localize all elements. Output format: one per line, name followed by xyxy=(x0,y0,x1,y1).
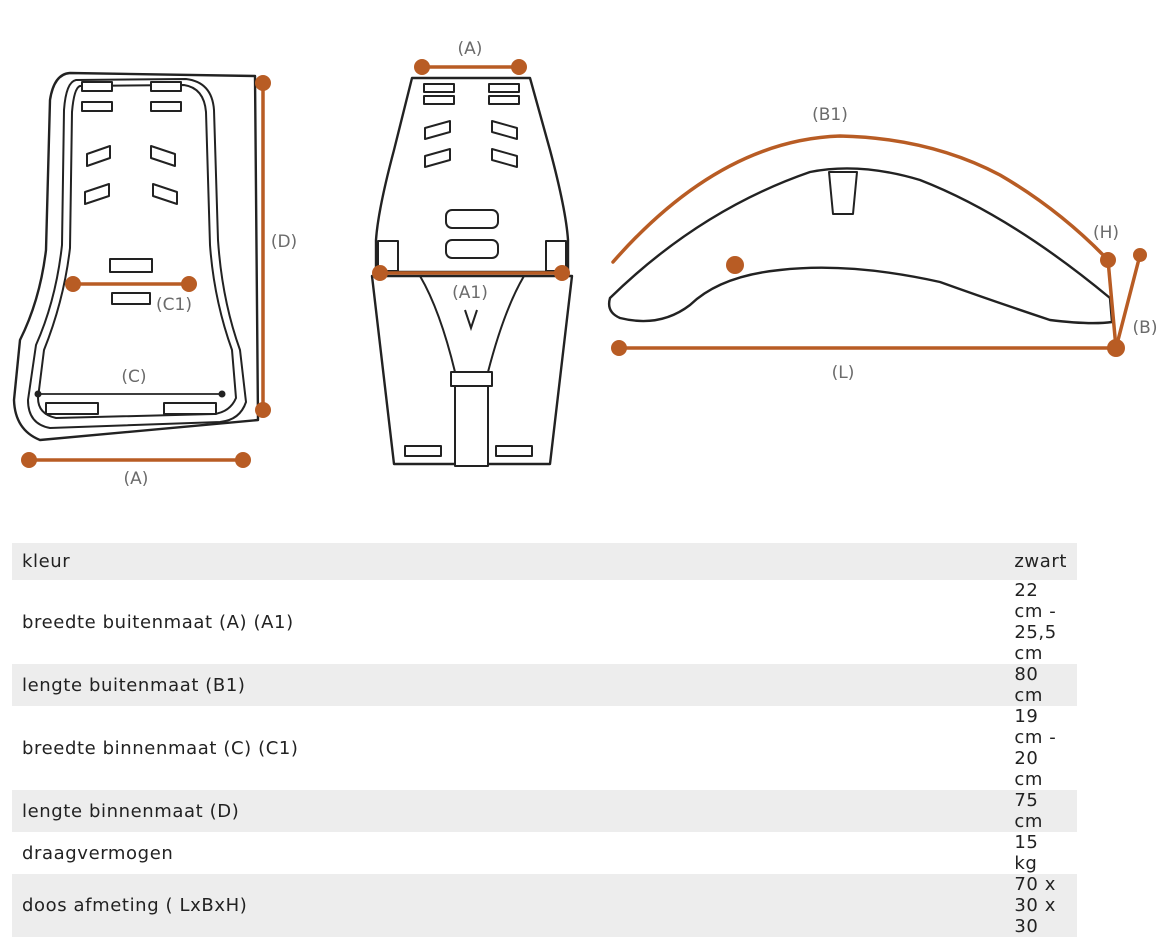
label-b: (B) xyxy=(1133,318,1158,338)
spec-value: 15 kg xyxy=(434,832,1077,875)
slot xyxy=(404,445,442,457)
dimension-a1-dot xyxy=(372,265,388,281)
slot xyxy=(150,101,182,112)
slot xyxy=(445,209,499,229)
slot xyxy=(488,95,520,105)
slot xyxy=(152,183,178,205)
back-seat-tail-band xyxy=(450,371,493,387)
spec-value: 19 cm - 20 cm xyxy=(434,706,1077,791)
dimension-a-top-dot xyxy=(511,59,527,75)
spec-value: 22 cm - 25,5 cm xyxy=(434,580,1077,665)
slot xyxy=(423,95,455,105)
label-h: (H) xyxy=(1093,223,1119,243)
dimension-b-dot xyxy=(1133,248,1147,262)
spec-label: kleur xyxy=(12,543,435,581)
dimension-a1-dot xyxy=(554,265,570,281)
side-view: (B1) (H) (B) (L) xyxy=(607,105,1158,383)
front-view: (C) (C1) (D) (A) xyxy=(12,71,297,489)
side-tab xyxy=(377,240,399,272)
slot xyxy=(111,292,151,305)
dimension-d-dot xyxy=(255,402,271,418)
table-row: draagvermogen 15 kg xyxy=(12,832,1077,875)
back-seat-spine xyxy=(419,275,525,373)
table-row: breedte buitenmaat (A) (A1) 22 cm - 25,5… xyxy=(12,580,1077,665)
dimension-a-dot xyxy=(235,452,251,468)
dimension-c-dot xyxy=(218,390,226,398)
dimension-b1-arc xyxy=(611,134,1110,264)
dimension-a-top-dot xyxy=(414,59,430,75)
back-seat-lower xyxy=(370,274,574,466)
spec-label: lengte buitenmaat (B1) xyxy=(12,664,435,707)
spec-value: 80 cm xyxy=(434,664,1077,707)
label-a-back: (A) xyxy=(458,39,483,59)
spec-table: kleur zwart breedte buitenmaat (A) (A1) … xyxy=(12,543,1077,937)
dimension-h-line xyxy=(1106,258,1118,350)
dimension-h-dot xyxy=(1100,252,1116,268)
slot xyxy=(81,101,113,112)
table-row: doos afmeting ( LxBxH) 70 x 30 x 30 xyxy=(12,874,1077,937)
slot xyxy=(488,83,520,93)
dimension-a-dot xyxy=(21,452,37,468)
table-row: lengte binnenmaat (D) 75 cm xyxy=(12,790,1077,833)
back-seat-tail xyxy=(454,379,489,467)
table-row: breedte binnenmaat (C) (C1) 19 cm - 20 c… xyxy=(12,706,1077,791)
side-marker-dot xyxy=(726,256,744,274)
table-row: kleur zwart xyxy=(12,543,1077,581)
side-seat-outline xyxy=(607,167,1114,325)
back-view: (A) (A1) xyxy=(370,39,574,467)
slot xyxy=(423,83,455,93)
dimension-d-dot xyxy=(255,75,271,91)
label-d: (D) xyxy=(271,232,297,252)
slot xyxy=(424,120,451,140)
side-seat-tab xyxy=(828,171,858,215)
slot xyxy=(491,148,518,168)
spec-label: doos afmeting ( LxBxH) xyxy=(12,874,435,937)
spec-value: zwart xyxy=(434,543,1077,581)
spec-value: 70 x 30 x 30 xyxy=(434,874,1077,937)
back-seat-v xyxy=(464,309,478,332)
dimension-c1-dot xyxy=(181,276,197,292)
spec-label: draagvermogen xyxy=(12,832,435,875)
dimension-l-dot xyxy=(1107,339,1125,357)
spec-label: lengte binnenmaat (D) xyxy=(12,790,435,833)
slot xyxy=(491,120,518,140)
slot xyxy=(163,402,217,415)
slot xyxy=(45,402,99,415)
dimension-l-dot xyxy=(611,340,627,356)
spec-label: breedte binnenmaat (C) (C1) xyxy=(12,706,435,791)
slot xyxy=(109,258,153,273)
spec-label: breedte buitenmaat (A) (A1) xyxy=(12,580,435,665)
seat-dimension-diagram: (C) (C1) (D) (A) xyxy=(12,39,1158,489)
slot xyxy=(495,445,533,457)
slot xyxy=(150,145,176,167)
table-row: lengte buitenmaat (B1) 80 cm xyxy=(12,664,1077,707)
label-l: (L) xyxy=(832,363,855,383)
slot xyxy=(150,81,182,92)
label-c: (C) xyxy=(121,367,146,387)
label-a1: (A1) xyxy=(452,283,488,303)
slot xyxy=(81,81,113,92)
slot xyxy=(86,145,111,167)
slot xyxy=(445,239,499,259)
label-a-front: (A) xyxy=(124,469,149,489)
slot xyxy=(424,148,451,168)
label-b1: (B1) xyxy=(812,105,848,125)
spec-value: 75 cm xyxy=(434,790,1077,833)
slot xyxy=(84,183,110,205)
dimension-c1-dot xyxy=(65,276,81,292)
dimension-b-line xyxy=(1114,253,1142,350)
label-c1: (C1) xyxy=(156,295,192,315)
dimension-c-dot xyxy=(34,390,42,398)
